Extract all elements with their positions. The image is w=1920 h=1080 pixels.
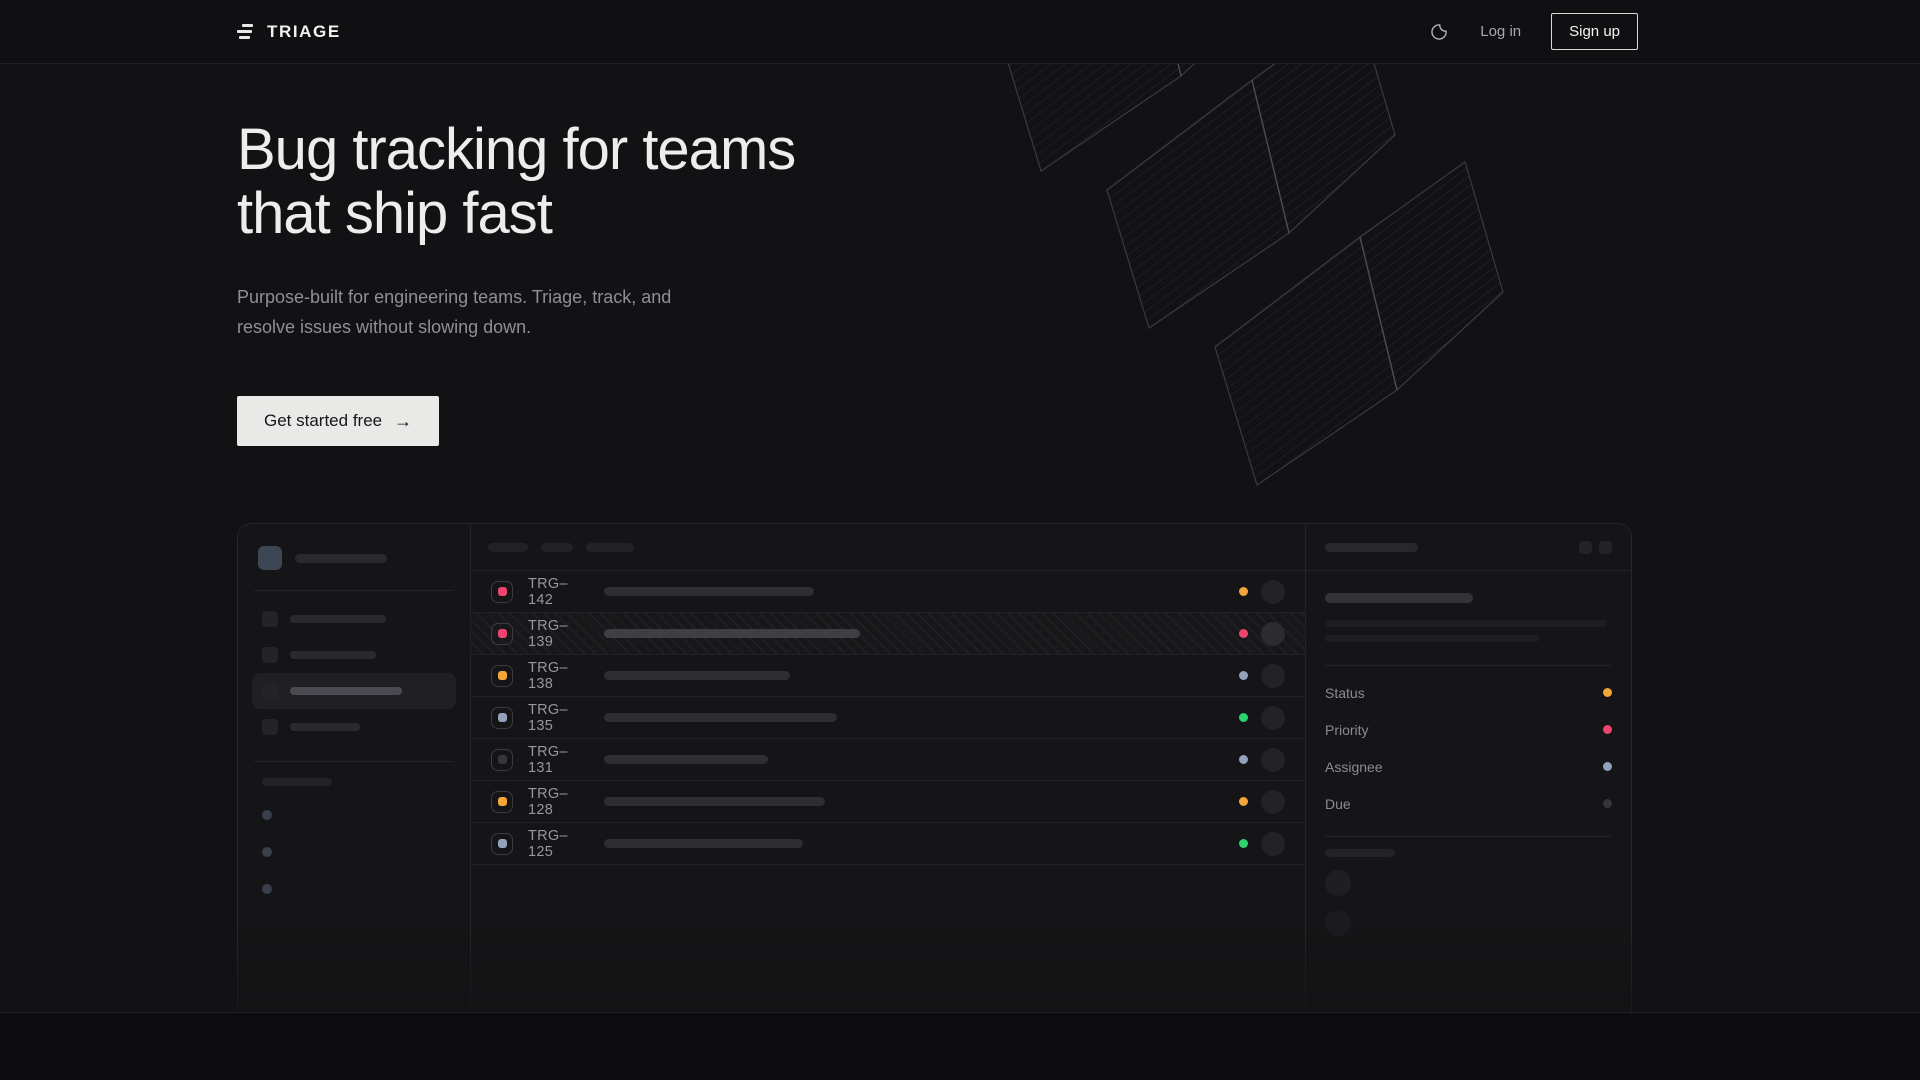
mockup-detail-field: Priority [1325,711,1612,748]
activity-avatar [1325,910,1351,936]
mockup-nav-item [252,709,456,745]
moon-icon [1431,23,1448,40]
mockup-issue-row: TRG–139 [471,613,1305,655]
mockup-list-header [471,524,1305,571]
login-link[interactable]: Log in [1480,23,1522,40]
issue-title-skeleton [604,671,790,680]
mockup-teams-dots [262,810,446,894]
brand-name: TRIAGE [267,21,341,41]
signup-button[interactable]: Sign up [1551,13,1638,50]
issue-id: TRG–139 [528,617,568,650]
issue-type-icon [491,790,513,813]
mockup-nav-item [252,601,456,637]
workspace-avatar [258,546,282,570]
site-footer [0,1012,1920,1080]
nav-icon [262,719,278,735]
issue-type-icon [491,580,513,603]
nav-icon [262,611,278,627]
issue-type-icon [491,664,513,687]
hero-subtitle: Purpose-built for engineering teams. Tri… [237,287,672,337]
issue-title-skeleton [604,713,837,722]
assignee-avatar [1261,789,1285,814]
field-label: Assignee [1325,758,1383,775]
status-dot [1239,629,1248,638]
issue-title-skeleton [604,839,803,848]
assignee-avatar [1261,663,1285,688]
issue-title-skeleton [604,587,814,596]
issue-title-skeleton [604,797,825,806]
issue-type-icon [491,832,513,855]
panel-action-icon [1599,540,1612,554]
field-label: Priority [1325,721,1369,738]
site-header: TRIAGE Log in Sign up [0,0,1920,64]
mockup-detail-field: Due [1325,785,1612,822]
field-label: Due [1325,795,1351,812]
status-dot [1239,713,1248,722]
issue-id: TRG–135 [528,701,568,734]
issue-id: TRG–131 [528,743,568,776]
issue-type-icon [491,706,513,729]
mockup-issue-row: TRG–135 [471,697,1305,739]
hero-section: Bug tracking for teams that ship fast Pu… [237,118,1638,446]
issue-id: TRG–142 [528,575,568,608]
activity-avatar [1325,870,1351,896]
brand-logo: TRIAGE [237,22,341,42]
nav-icon [262,683,278,699]
issue-title-skeleton [604,755,768,764]
assignee-avatar [1261,831,1285,856]
field-value-dot [1603,688,1612,697]
mockup-issue-row: TRG–142 [471,571,1305,613]
status-dot [1239,839,1248,848]
mockup-nav-item-active [252,673,456,709]
status-dot [1239,587,1248,596]
mockup-detail-field: Status [1325,674,1612,711]
issue-title-skeleton [604,629,860,638]
status-dot [1239,797,1248,806]
mockup-issue-row: TRG–128 [471,781,1305,823]
triage-logo-icon [237,24,255,39]
mockup-issue-row: TRG–125 [471,823,1305,865]
mockup-sidebar [238,524,471,1080]
mockup-issue-row: TRG–138 [471,655,1305,697]
status-dot [1239,671,1248,680]
mockup-detail-field: Assignee [1325,748,1612,785]
mockup-issue-row: TRG–131 [471,739,1305,781]
issue-type-icon [491,622,513,645]
get-started-button[interactable]: Get started free → [237,396,440,446]
nav-icon [262,647,278,663]
issue-type-icon [491,748,513,771]
issue-id: TRG–125 [528,827,568,860]
assignee-avatar [1261,747,1285,772]
app-mockup-illustration: TRG–142 TRG–139 TRG–138 TRG–1 [237,523,1632,1080]
mockup-workspace-switcher [252,546,456,570]
page-title: Bug tracking for teams that ship fast [237,117,796,246]
mockup-detail-panel: Status Priority Assignee Due [1305,524,1631,1080]
arrow-right-icon: → [394,411,413,431]
assignee-avatar [1261,705,1285,730]
mockup-detail-header [1306,524,1631,571]
assignee-avatar [1261,579,1285,604]
field-value-dot [1603,762,1612,771]
issue-id: TRG–138 [528,659,568,692]
status-dot [1239,755,1248,764]
theme-toggle-button[interactable] [1428,21,1450,43]
issue-id: TRG–128 [528,785,568,818]
field-label: Status [1325,684,1365,701]
panel-action-icon [1579,540,1592,554]
mockup-nav-item [252,637,456,673]
assignee-avatar [1261,621,1285,646]
mockup-issue-list: TRG–142 TRG–139 TRG–138 TRG–1 [471,524,1305,1080]
field-value-dot [1603,725,1612,734]
field-value-dot [1603,799,1612,808]
